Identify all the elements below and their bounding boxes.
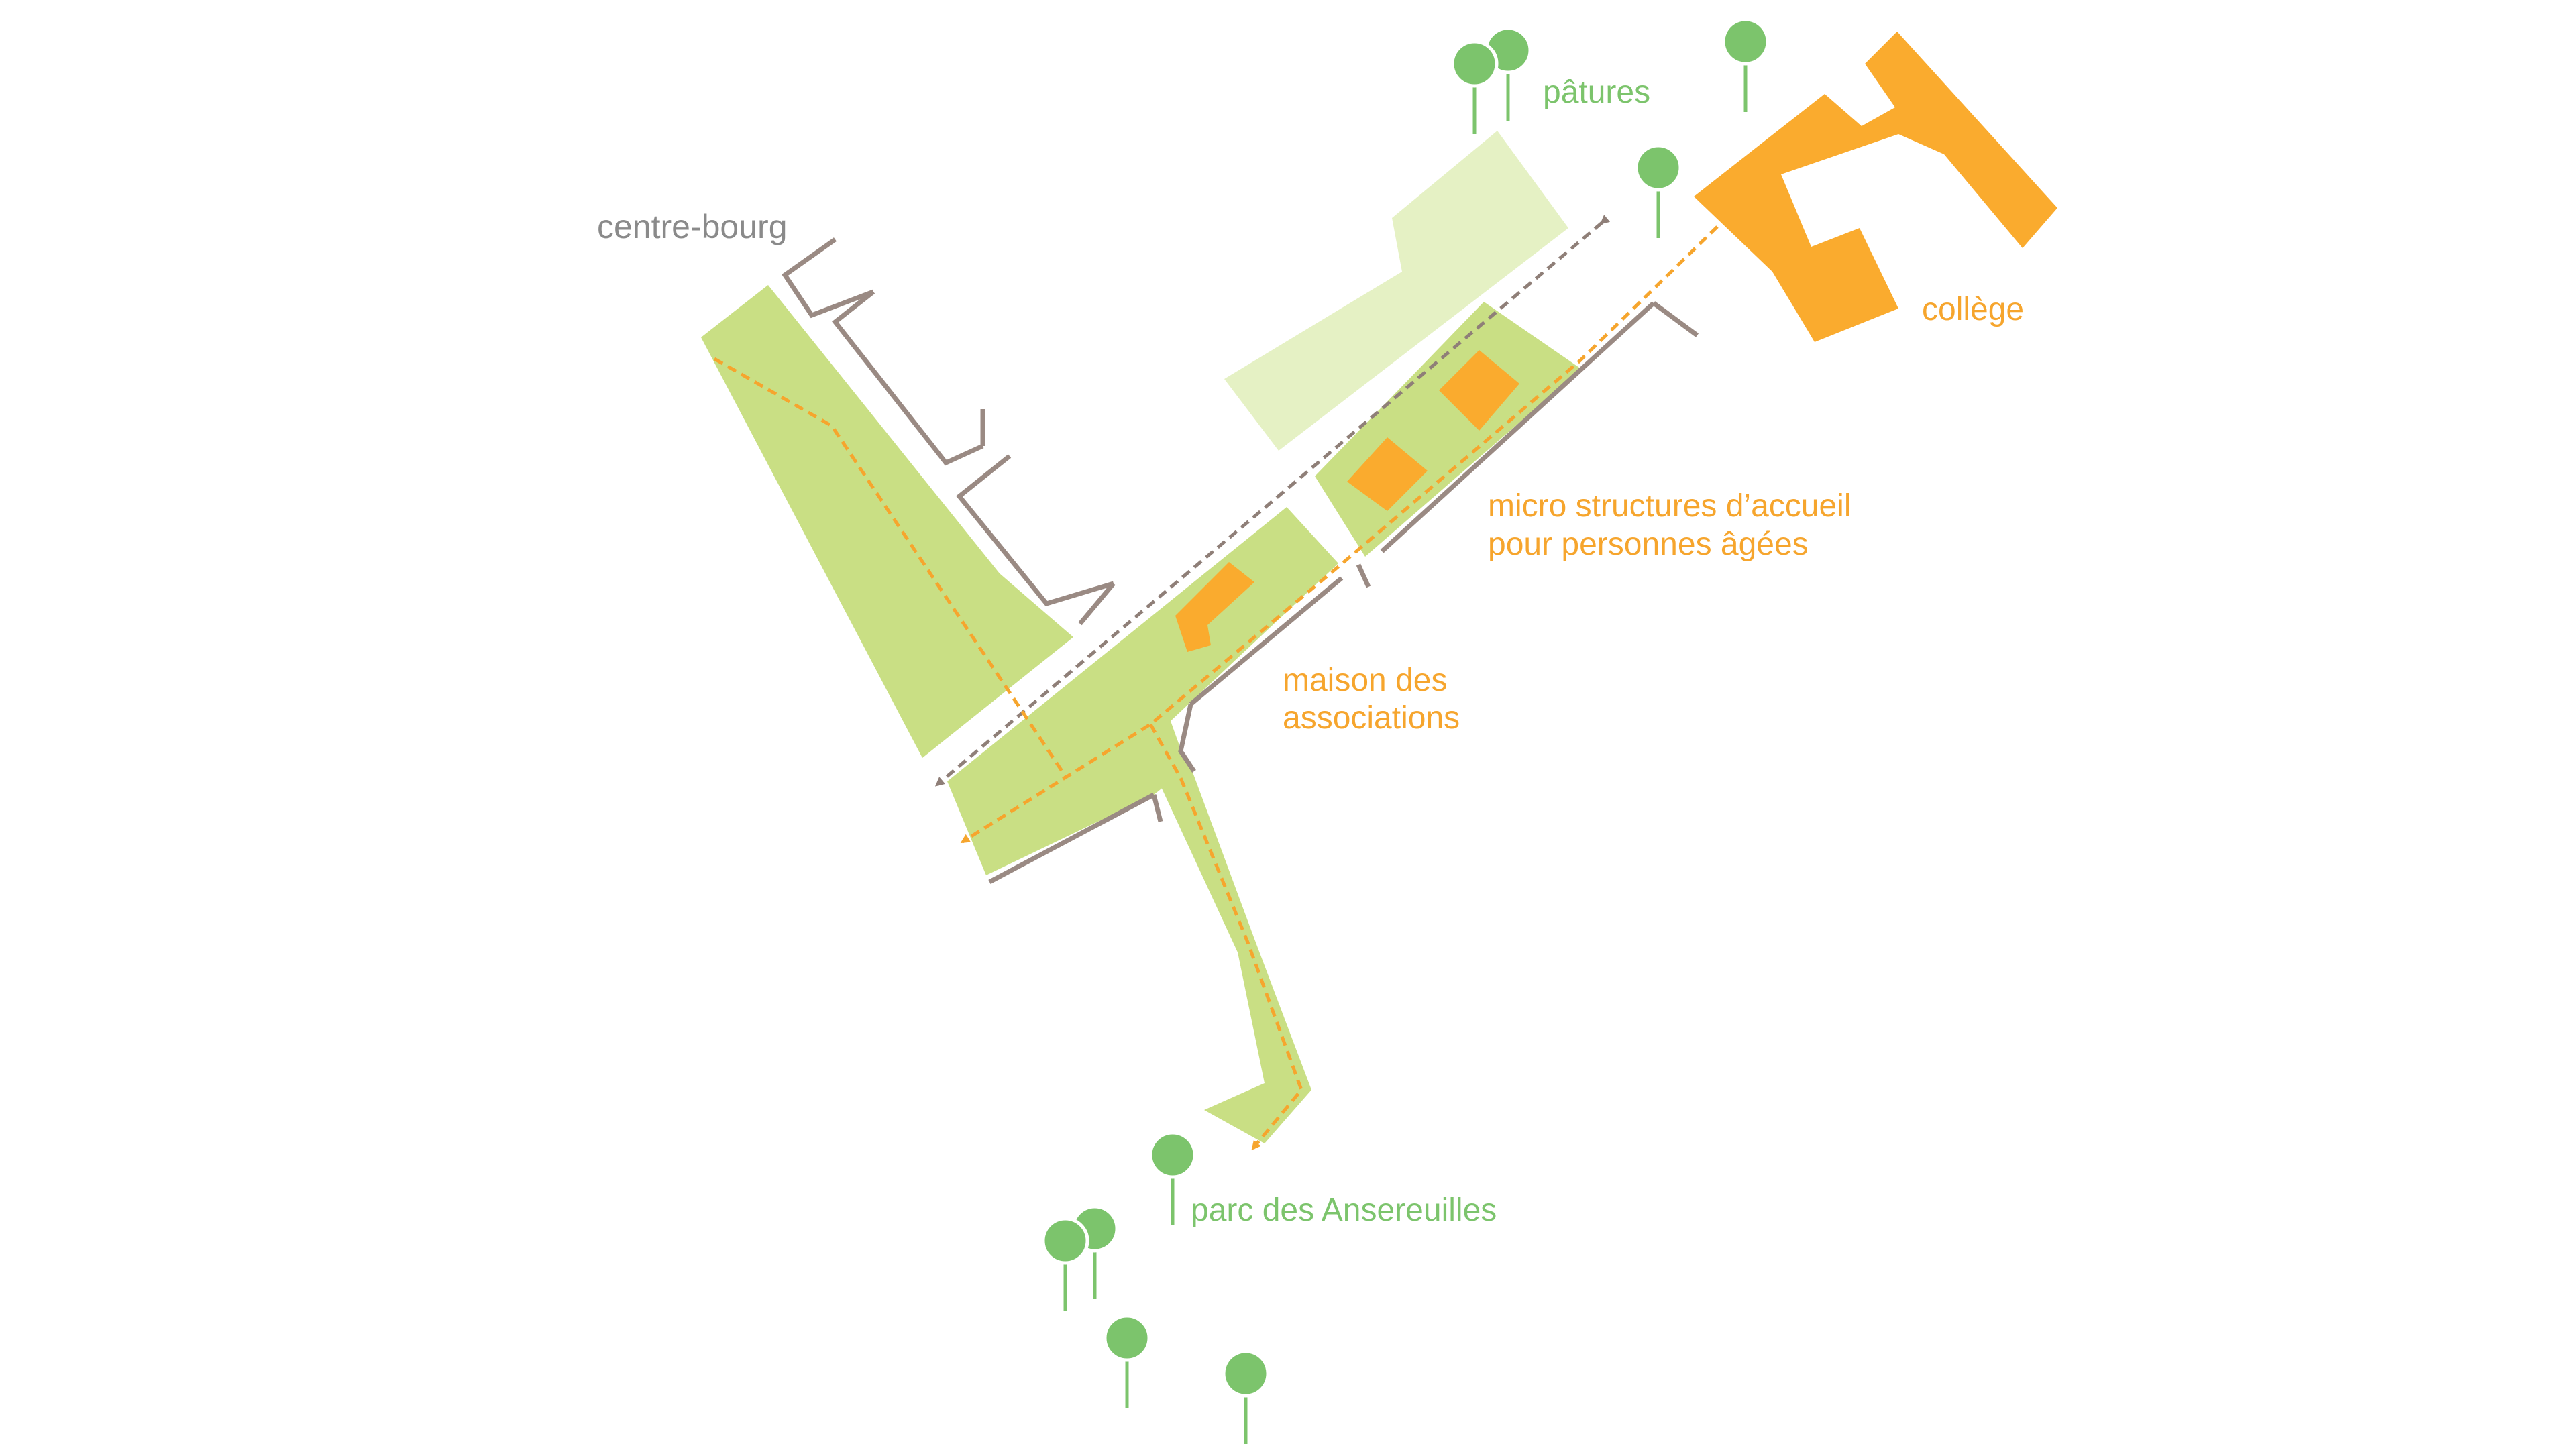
trees xyxy=(1041,17,1770,1444)
orange-dashed-path-park xyxy=(1148,723,1303,1151)
tree-icon xyxy=(1721,17,1770,112)
label-maison-line2: associations xyxy=(1283,700,1460,736)
tree-icon xyxy=(1103,1314,1151,1408)
main-square-green-zone xyxy=(947,507,1338,875)
college-building xyxy=(1694,32,2057,342)
grey-dashed-axis xyxy=(934,215,1611,787)
tree-icon xyxy=(1450,40,1499,134)
label-parc: parc des Ansereuilles xyxy=(1191,1192,1497,1228)
tree-icon xyxy=(1041,1217,1089,1311)
label-centre-bourg: centre-bourg xyxy=(597,208,788,245)
label-micro-structures-line2: pour personnes âgées xyxy=(1488,526,1809,562)
orange-dashed-path-centre xyxy=(713,357,1069,779)
orange-dashed-path-main xyxy=(960,225,1719,844)
path-to-park-green-zone xyxy=(1154,758,1311,1143)
label-maison-line1: maison des xyxy=(1283,663,1447,698)
tree-icon xyxy=(1222,1349,1270,1444)
tree-icon xyxy=(1148,1131,1197,1225)
centre-bourg-green-zone xyxy=(701,285,1073,758)
label-micro-structures-line1: micro structures d’accueil xyxy=(1488,488,1851,524)
tree-icon xyxy=(1634,144,1682,238)
label-college: collège xyxy=(1922,292,2024,327)
label-patures: pâtures xyxy=(1543,74,1650,110)
